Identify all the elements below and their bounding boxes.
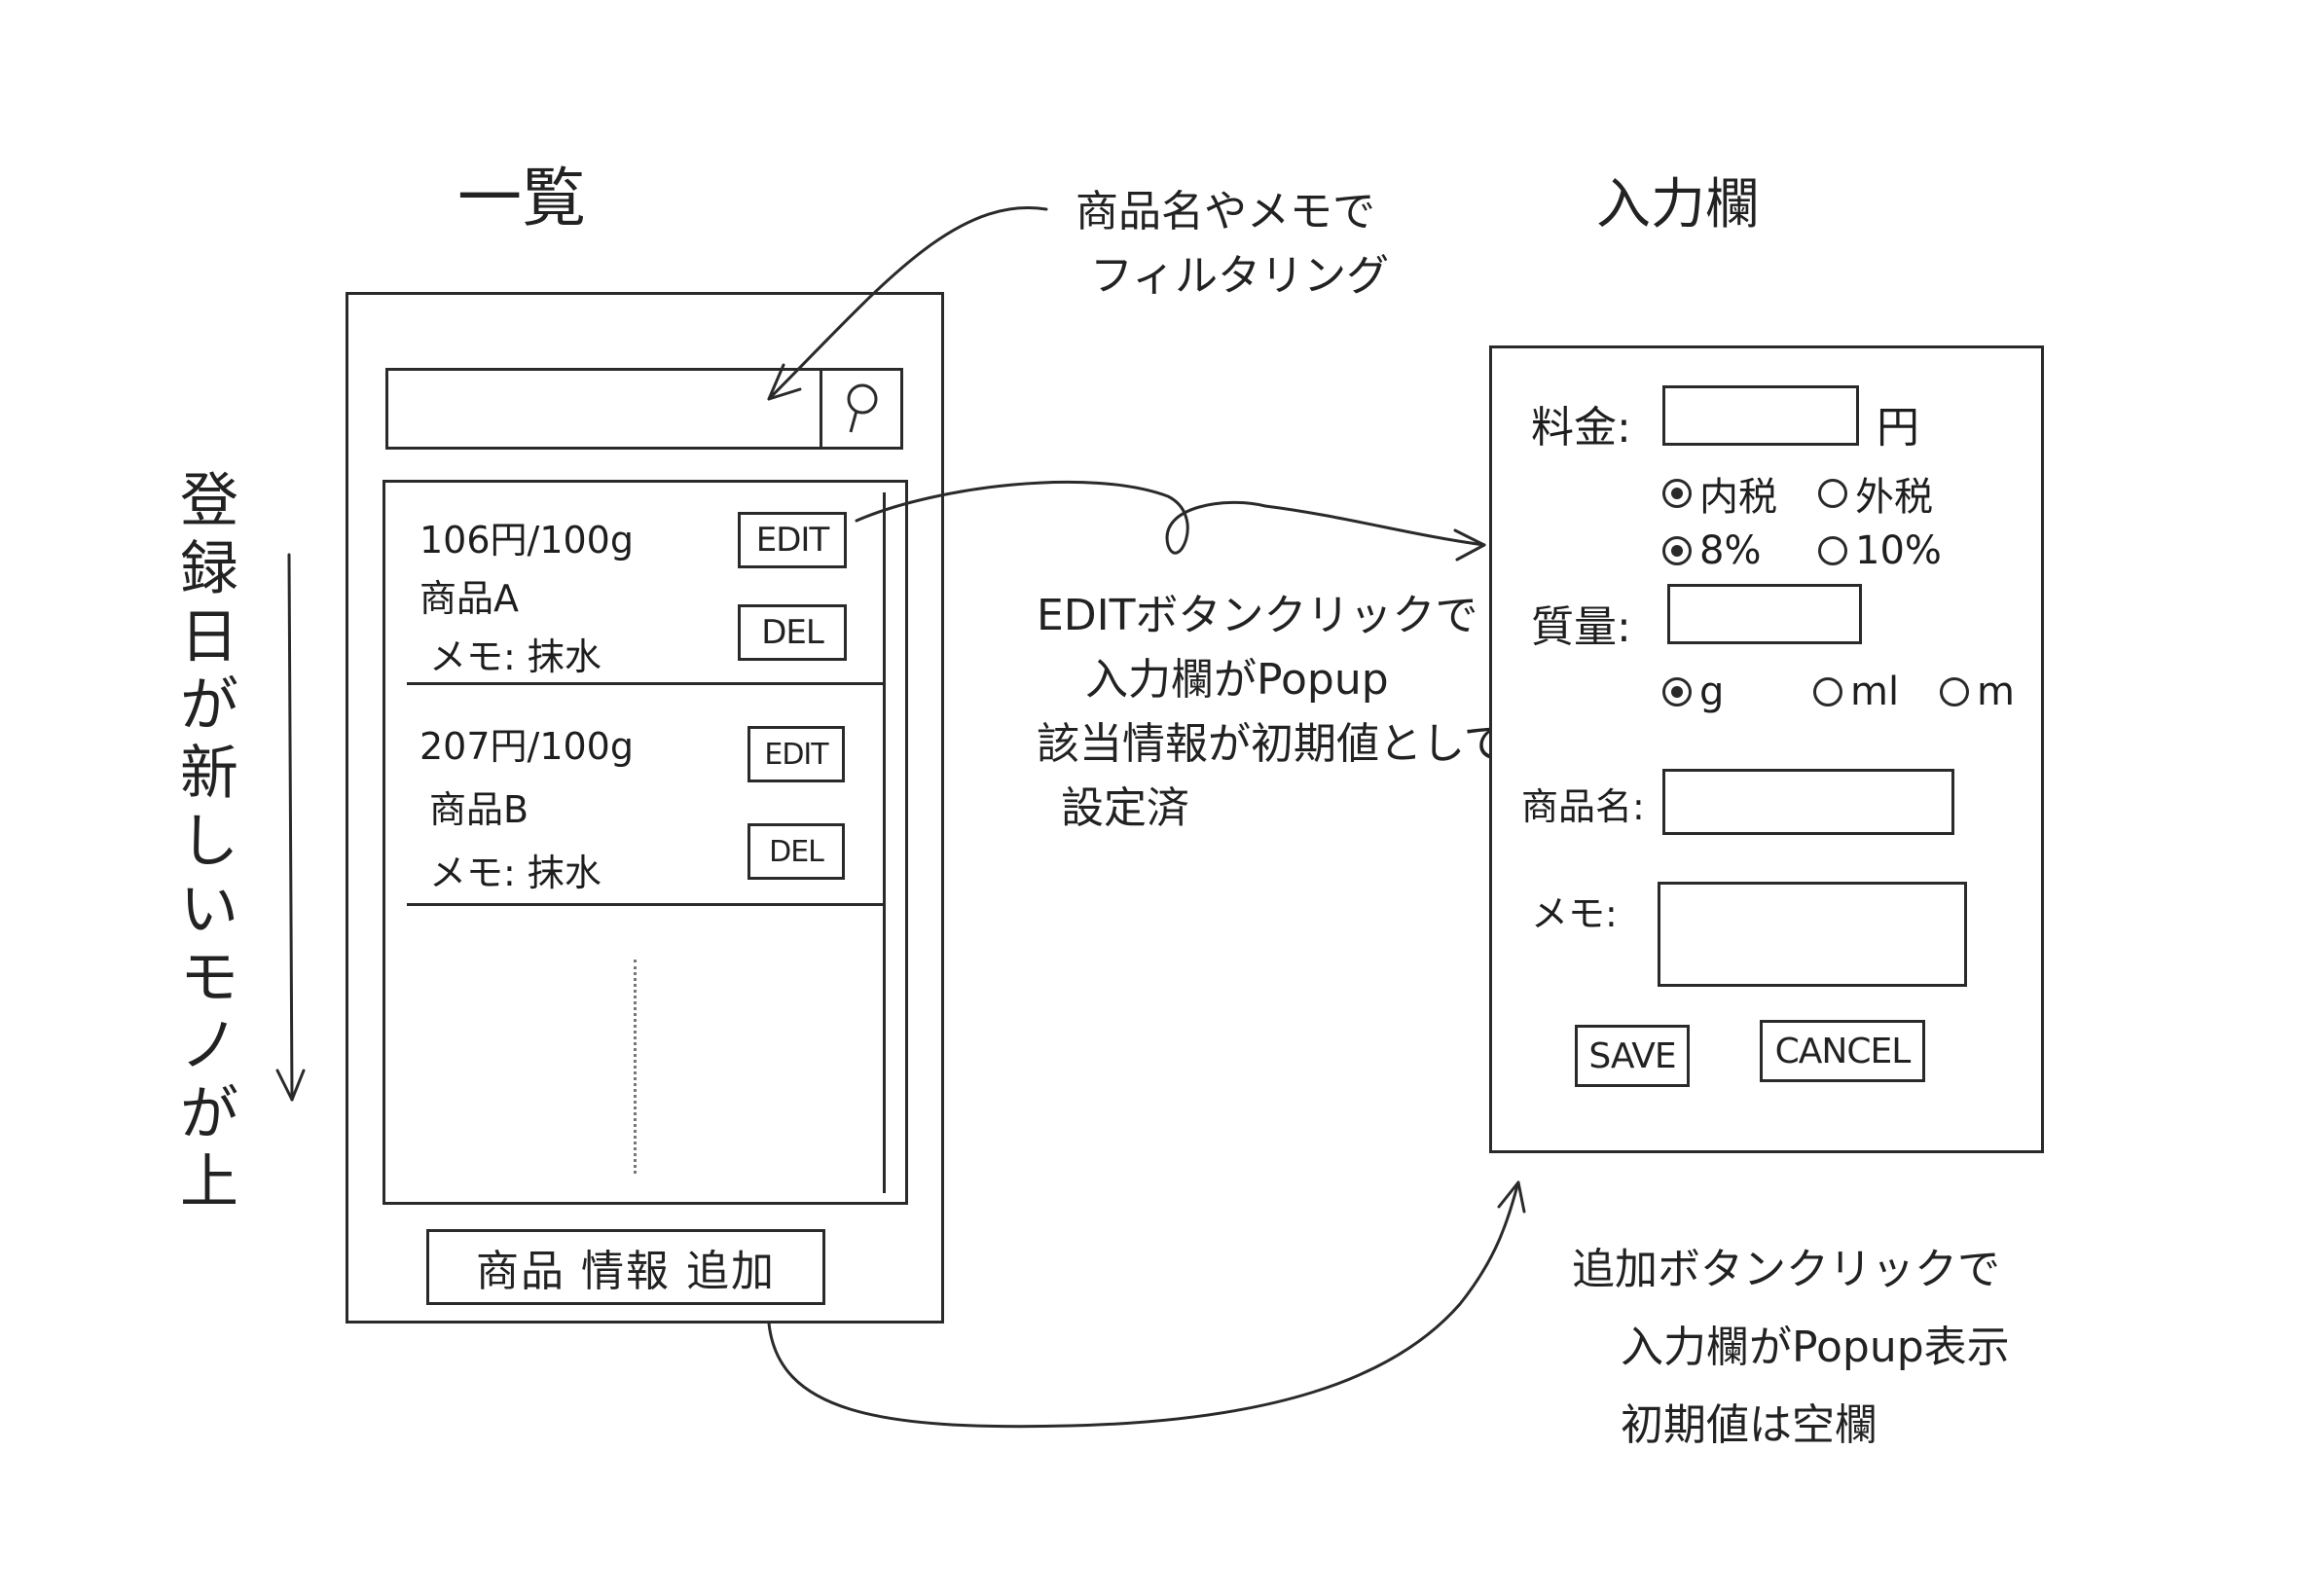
tax-option-label: 内税 [1699, 475, 1777, 520]
edit-button[interactable]: EDIT [738, 512, 847, 568]
sort-order-note: 登録日が新しいモノが上 [180, 467, 238, 1216]
memo-input[interactable] [1658, 882, 1967, 987]
edit-annotation-line2: 入力欄がPopup [1085, 655, 1389, 705]
item-divider [407, 903, 884, 906]
delete-button[interactable]: DEL [738, 604, 847, 661]
form-screen: 料金: 円 内税 外税 8% 10% 質量: g ml m 商品名: メモ: S… [1489, 345, 2044, 1153]
edit-annotation: EDITボタンクリックで 入力欄がPopup 該当情報が初期値として 設定済 [1037, 584, 1507, 841]
search-input[interactable] [394, 377, 807, 443]
form-screen-title: 入力欄 [1596, 173, 1760, 236]
unit-option-label: m [1977, 670, 2015, 714]
filter-arrow [767, 206, 1048, 401]
item-price: 106円/100g [419, 519, 634, 562]
radio-selected-icon [1662, 677, 1692, 707]
list-screen-title: 一覧 [457, 161, 586, 236]
tax-option-label: 外税 [1855, 475, 1933, 520]
add-annotation-line2: 入力欄がPopup表示 [1621, 1323, 2010, 1372]
radio-unselected-icon [1818, 536, 1847, 565]
add-annotation: 追加ボタンクリックで 入力欄がPopup表示 初期値は空欄 [1572, 1231, 2010, 1465]
price-input[interactable] [1662, 385, 1859, 446]
rate-option-8[interactable]: 8% [1662, 528, 1761, 573]
edit-arrowhead [1453, 528, 1486, 562]
quantity-label: 質量: [1531, 602, 1631, 652]
list-item[interactable]: 106円/100g 商品A メモ: 抹水 EDIT DEL [385, 483, 884, 687]
item-name: 商品B [429, 788, 529, 831]
tax-option-inclusive[interactable]: 内税 [1662, 465, 1777, 522]
edit-button[interactable]: EDIT [747, 726, 845, 782]
unit-option-g[interactable]: g [1662, 670, 1724, 714]
item-name: 商品A [419, 577, 519, 620]
item-memo: メモ: 抹水 [429, 852, 602, 894]
item-price: 207円/100g [419, 725, 634, 768]
price-label: 料金: [1531, 403, 1631, 453]
rate-option-label: 8% [1699, 528, 1762, 573]
add-annotation-line3: 初期値は空欄 [1621, 1400, 1878, 1450]
item-memo: メモ: 抹水 [429, 635, 602, 678]
radio-unselected-icon [1940, 677, 1969, 707]
unit-option-m[interactable]: m [1940, 670, 2015, 714]
add-annotation-line1: 追加ボタンクリックで [1572, 1245, 2000, 1294]
list-screen: 106円/100g 商品A メモ: 抹水 EDIT DEL 207円/100g … [346, 292, 944, 1324]
edit-annotation-line4: 設定済 [1061, 783, 1189, 833]
radio-unselected-icon [1818, 479, 1847, 508]
radio-unselected-icon [1813, 677, 1842, 707]
save-button[interactable]: SAVE [1575, 1025, 1690, 1087]
filter-annotation-line2: フィルタリング [1090, 251, 1390, 301]
rate-option-10[interactable]: 10% [1818, 528, 1942, 573]
delete-button[interactable]: DEL [747, 823, 845, 880]
list-item[interactable]: 207円/100g 商品B メモ: 抹水 EDIT DEL [385, 697, 884, 906]
cancel-button[interactable]: CANCEL [1760, 1020, 1925, 1082]
search-button[interactable] [820, 371, 900, 447]
more-items-indicator [634, 960, 637, 1174]
radio-selected-icon [1662, 479, 1692, 508]
sort-order-arrow [287, 553, 294, 1102]
edit-annotation-line1: EDITボタンクリックで [1037, 591, 1478, 640]
product-name-input[interactable] [1662, 769, 1954, 835]
rate-option-label: 10% [1855, 528, 1942, 573]
add-item-button[interactable]: 商品 情報 追加 [426, 1229, 825, 1305]
memo-label: メモ: [1531, 892, 1618, 935]
edit-annotation-line3: 該当情報が初期値として [1037, 719, 1507, 769]
filter-annotation-line1: 商品名やメモで [1076, 187, 1375, 236]
quantity-input[interactable] [1667, 584, 1862, 644]
add-arrowhead [1497, 1180, 1526, 1214]
product-name-label: 商品名: [1521, 785, 1645, 828]
edit-arrow [855, 480, 1486, 555]
unit-option-label: g [1699, 670, 1725, 714]
filter-annotation: 商品名やメモで フィルタリング [1076, 180, 1389, 308]
item-list: 106円/100g 商品A メモ: 抹水 EDIT DEL 207円/100g … [383, 480, 908, 1205]
add-arrow [767, 1180, 1520, 1429]
tax-option-exclusive[interactable]: 外税 [1818, 465, 1933, 522]
search-icon [847, 383, 878, 433]
sort-order-arrowhead [275, 1069, 306, 1102]
price-unit: 円 [1877, 403, 1919, 453]
filter-arrowhead [767, 363, 802, 401]
list-scrollbar[interactable] [883, 492, 899, 1193]
search-bar [385, 368, 903, 450]
item-divider [407, 682, 884, 685]
unit-option-ml[interactable]: ml [1813, 670, 1899, 714]
unit-option-label: ml [1850, 670, 1900, 714]
radio-selected-icon [1662, 536, 1692, 565]
